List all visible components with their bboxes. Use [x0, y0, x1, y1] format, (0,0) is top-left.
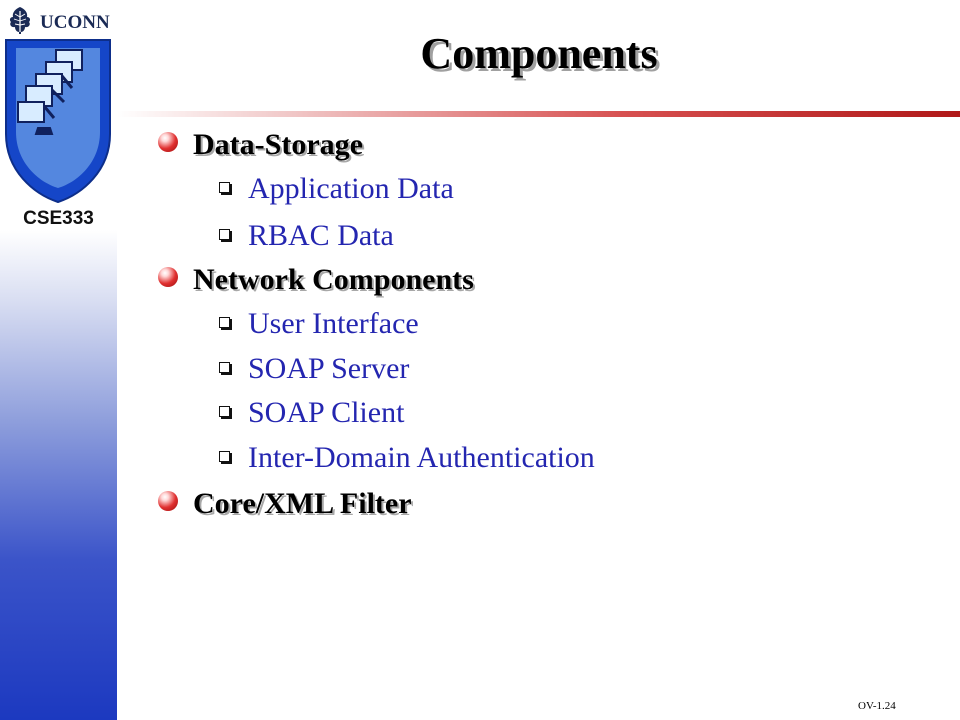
computer-network-icon: [17, 49, 83, 135]
list-item-level1: Core/XML Filter: [158, 487, 412, 521]
list-item-label: Data-Storage: [193, 128, 363, 161]
list-item-level2: User Interface: [219, 307, 419, 341]
circle-bullet-icon: [158, 491, 178, 511]
list-item-level2: SOAP Server: [219, 352, 409, 386]
uconn-brand: UCONN: [6, 5, 116, 35]
square-bullet-icon: [219, 317, 230, 328]
list-item-label: SOAP Client: [248, 396, 405, 429]
list-item-level2: RBAC Data: [219, 219, 394, 253]
sidebar: UCONN CSE333: [0, 0, 117, 720]
square-bullet-icon: [219, 451, 230, 462]
list-item-label: User Interface: [248, 307, 419, 340]
circle-bullet-icon: [158, 267, 178, 287]
uconn-wordmark: UCONN: [40, 12, 110, 33]
square-bullet-icon: [219, 229, 230, 240]
page-code: OV-1.24: [858, 700, 896, 712]
title-divider: [117, 111, 960, 117]
list-item-label: SOAP Server: [248, 352, 410, 385]
list-item-label: Network Components: [193, 263, 474, 296]
list-item-level2: Inter-Domain Authentication: [219, 441, 595, 475]
cse-department-logo: [5, 39, 111, 204]
square-bullet-icon: [219, 362, 230, 373]
list-item-level2: Application Data: [219, 172, 454, 206]
list-item-level1: Network Components: [158, 263, 474, 297]
circle-bullet-icon: [158, 132, 178, 152]
list-item-level1: Data-Storage: [158, 128, 363, 162]
square-bullet-icon: [219, 406, 230, 417]
list-item-label: RBAC Data: [248, 219, 394, 252]
list-item-label: Inter-Domain Authentication: [248, 441, 595, 474]
course-code: CSE333: [23, 208, 94, 229]
list-item-label: Application Data: [248, 172, 454, 205]
list-item-level2: SOAP Client: [219, 396, 404, 430]
list-item-label: Core/XML Filter: [193, 487, 412, 520]
slide-title: Components: [420, 29, 658, 78]
square-bullet-icon: [219, 182, 230, 193]
oak-leaf-icon: [9, 7, 31, 34]
